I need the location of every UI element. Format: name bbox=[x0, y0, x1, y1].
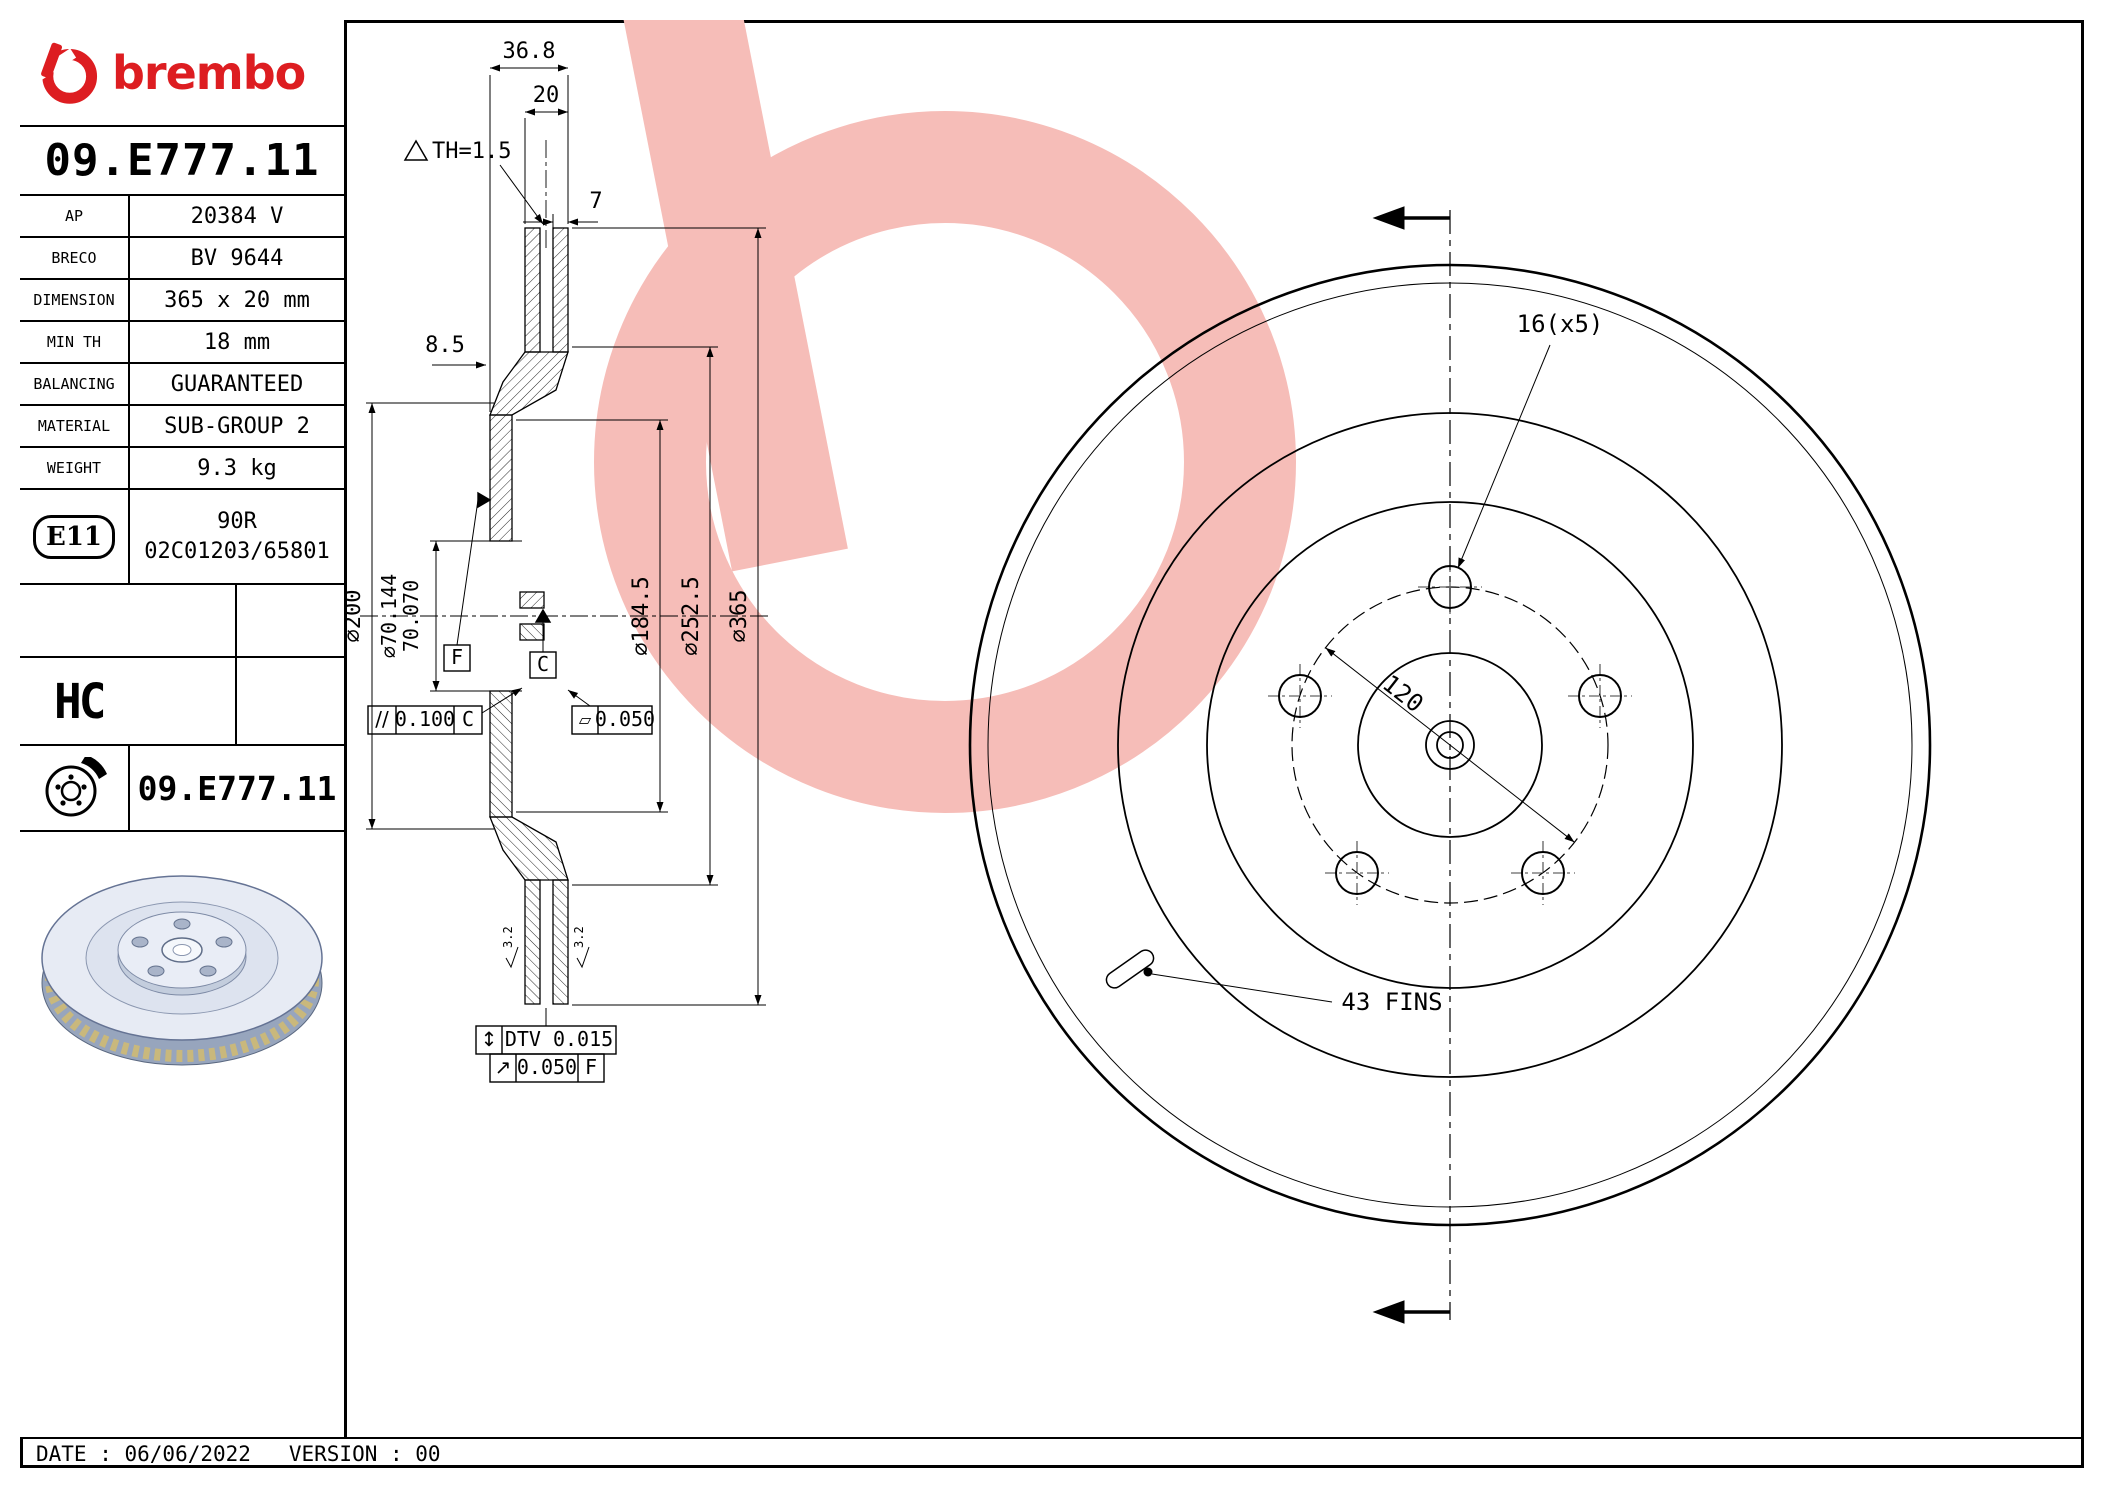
spec-label: BALANCING bbox=[20, 364, 130, 404]
brake-disc-icon bbox=[45, 757, 107, 817]
brembo-logo: brembo bbox=[20, 20, 344, 127]
dim-dia-1845: ∅184.5 bbox=[629, 576, 654, 655]
parallelism-symbol: // bbox=[375, 707, 389, 731]
disc-render-cell bbox=[20, 832, 344, 1437]
spec-row-weight: WEIGHT 9.3 kg bbox=[20, 448, 344, 490]
dim-total-width: 36.8 bbox=[503, 39, 556, 64]
dim-dia-70-high: ∅70.144 bbox=[377, 574, 401, 658]
part-number-repeat-row: 09.E777.11 bbox=[20, 746, 344, 832]
dtv-symbol: ↕ bbox=[481, 1027, 498, 1051]
section-cut-line bbox=[1372, 206, 1451, 1324]
dtv-value: DTV 0.015 bbox=[505, 1027, 613, 1051]
dim-dia-2525: ∅252.5 bbox=[679, 576, 704, 655]
spec-row-dimension: DIMENSION 365 x 20 mm bbox=[20, 280, 344, 322]
dim-min-wear: TH=1.5 bbox=[432, 139, 511, 164]
datum-f-label: F bbox=[451, 645, 463, 669]
spec-panel: brembo 09.E777.11 AP 20384 V BRECO BV 96… bbox=[20, 20, 347, 1437]
hc-logo: HC bbox=[54, 672, 106, 730]
section-dimensions: 36.8 20 TH=1.5 7 8.5 ∅200 bbox=[347, 39, 766, 1006]
empty-row bbox=[20, 585, 344, 658]
homologation-line1: 90R bbox=[217, 508, 257, 534]
spec-value: 9.3 kg bbox=[197, 455, 277, 481]
pcd-dimension: 120 bbox=[1377, 669, 1428, 718]
spec-value: 365 x 20 mm bbox=[164, 287, 310, 313]
parallelism-datum: C bbox=[462, 707, 474, 731]
spec-row-minth: MIN TH 18 mm bbox=[20, 322, 344, 364]
front-view: 16(x5) 120 43 FINS bbox=[968, 206, 1932, 1324]
dim-plate-thickness: 7 bbox=[589, 189, 602, 214]
spec-value: SUB-GROUP 2 bbox=[164, 413, 310, 439]
spec-value: 20384 V bbox=[190, 203, 284, 229]
runout-symbol: ↗ bbox=[495, 1055, 512, 1079]
brembo-logo-icon bbox=[36, 42, 98, 104]
homologation-row: E11 90R 02C01203/65801 bbox=[20, 490, 344, 585]
part-number-repeat: 09.E777.11 bbox=[137, 768, 337, 808]
fins-callout: 43 FINS bbox=[1341, 988, 1442, 1016]
hc-row: HC bbox=[20, 658, 344, 746]
spec-row-balancing: BALANCING GUARANTEED bbox=[20, 364, 344, 406]
homologation-value: 90R 02C01203/65801 bbox=[130, 507, 344, 566]
hc-cell: HC bbox=[20, 658, 237, 744]
spec-value: BV 9644 bbox=[190, 245, 284, 271]
roughness-left: 3.2 bbox=[501, 926, 515, 948]
spec-label: WEIGHT bbox=[20, 448, 130, 488]
dim-dia-365: ∅365 bbox=[727, 590, 752, 643]
parallelism-value: 0.100 bbox=[395, 707, 455, 731]
dim-dia-70-low: 70.070 bbox=[399, 580, 423, 652]
runout-value: 0.050 bbox=[517, 1055, 577, 1079]
spec-label: DIMENSION bbox=[20, 280, 130, 320]
disc-3d-render bbox=[41, 875, 323, 1066]
spec-label: AP bbox=[20, 196, 130, 236]
e11-badge-cell: E11 bbox=[20, 490, 130, 583]
datum-c-label: C bbox=[537, 652, 549, 676]
roughness-right: 3.2 bbox=[572, 926, 586, 948]
dim-disc-width: 20 bbox=[533, 83, 560, 108]
section-tolerances: F C // 0.100 C ▱ 0.050 ↕ DTV 0.01 bbox=[367, 491, 655, 1083]
e11-badge: E11 bbox=[33, 514, 115, 559]
spec-row-material: MATERIAL SUB-GROUP 2 bbox=[20, 406, 344, 448]
brembo-watermark bbox=[594, 20, 1296, 813]
footer-date-version: DATE : 06/06/2022 VERSION : 00 bbox=[36, 1441, 441, 1466]
spec-row-ap: AP 20384 V bbox=[20, 196, 344, 238]
brembo-wordmark: brembo bbox=[112, 45, 306, 100]
dim-hat-thickness: 8.5 bbox=[425, 333, 465, 358]
flatness-value: 0.050 bbox=[595, 707, 655, 731]
spec-label: BRECO bbox=[20, 238, 130, 278]
spec-value: GUARANTEED bbox=[170, 371, 304, 397]
homologation-line2: 02C01203/65801 bbox=[144, 538, 330, 564]
fin-slot bbox=[1105, 949, 1155, 989]
bolt-hole-callout: 16(x5) bbox=[1517, 310, 1604, 338]
part-number: 09.E777.11 bbox=[44, 135, 320, 186]
technical-drawing: 36.8 20 TH=1.5 7 8.5 ∅200 bbox=[347, 20, 1932, 1324]
footer-bar: DATE : 06/06/2022 VERSION : 00 bbox=[20, 1437, 2084, 1468]
spec-label: MIN TH bbox=[20, 322, 130, 362]
flatness-symbol: ▱ bbox=[579, 710, 592, 729]
dim-dia-200: ∅200 bbox=[347, 590, 366, 643]
spec-row-breco: BRECO BV 9644 bbox=[20, 238, 344, 280]
runout-datum: F bbox=[585, 1055, 597, 1079]
spec-label: MATERIAL bbox=[20, 406, 130, 446]
spec-value: 18 mm bbox=[203, 329, 271, 355]
section-view bbox=[360, 140, 770, 1005]
disc-icon-cell bbox=[20, 746, 130, 830]
part-number-cell: 09.E777.11 bbox=[20, 127, 344, 196]
